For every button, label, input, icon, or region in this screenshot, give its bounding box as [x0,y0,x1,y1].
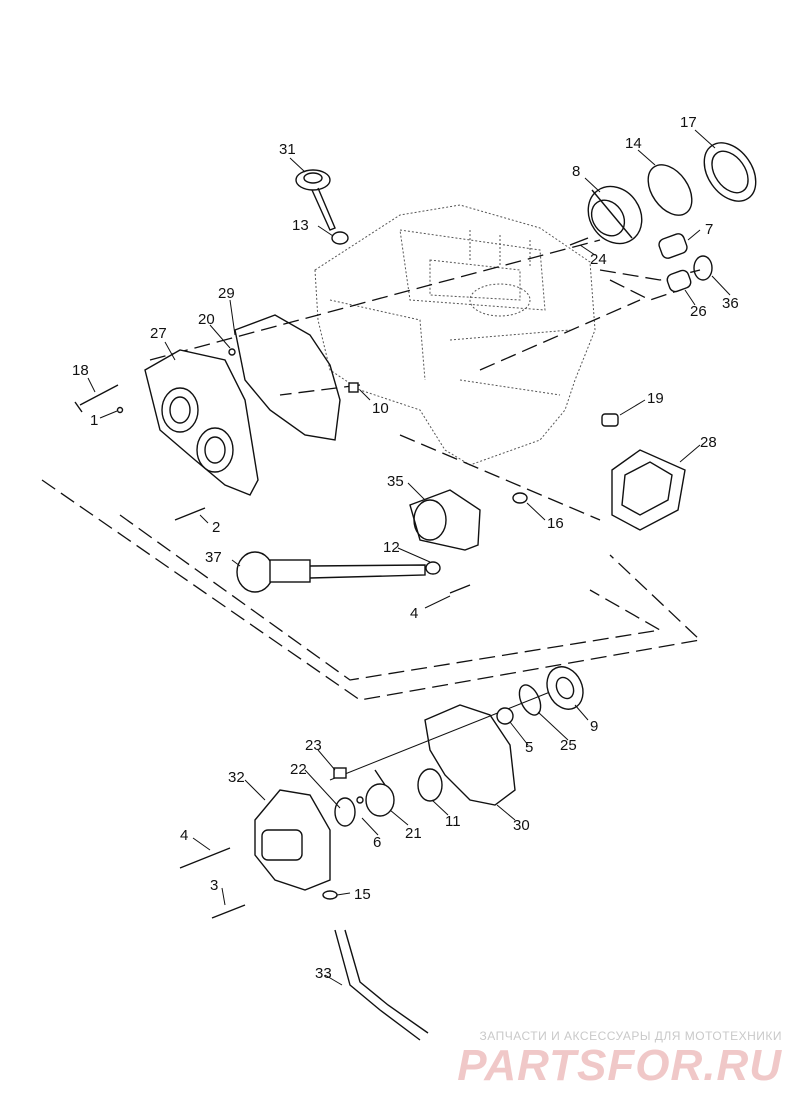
part-33-cable [334,929,421,1041]
callout-14: 14 [625,135,642,152]
part-25-retaining-ring [518,684,542,716]
callout-8: 8 [572,163,580,180]
part-23-pin [333,767,347,779]
part-28-gasket [611,449,686,531]
part-30-gasket [424,704,516,806]
part-14-retaining-ring [647,164,693,216]
watermark: ЗАПЧАСТИ И АКСЕССУАРЫ ДЛЯ МОТОТЕХНИКИ PA… [457,1029,782,1089]
callout-19: 19 [647,390,664,407]
part-17-seal [703,142,757,202]
callout-24: 24 [590,251,607,268]
callout-22: 22 [290,761,307,778]
part-32-top-cover [254,789,331,891]
callout-31: 31 [279,141,296,158]
callout-30: 30 [513,817,530,834]
callout-1: 1 [90,412,98,429]
callout-13: 13 [292,217,309,234]
leader-lines [87,129,731,986]
callout-3: 3 [210,877,218,894]
part-2-screw [174,507,206,521]
part-7-bushing [658,233,688,259]
callout-11: 11 [445,813,461,830]
assembly-lines [41,239,702,781]
callout-32: 32 [228,769,245,786]
part-20-dowel [228,348,236,356]
part-6-detent [356,796,364,804]
callout-18: 18 [72,362,89,379]
part-24-pin [569,237,589,246]
callout-33: 33 [315,965,332,982]
part-18-screw [74,384,119,413]
callout-2: 2 [212,519,220,536]
callout-17: 17 [680,114,697,131]
callout-21: 21 [405,825,422,842]
callout-37: 37 [205,549,222,566]
callout-9: 9 [590,718,598,735]
callout-7: 7 [705,221,713,238]
part-33-cable-edge [344,929,429,1034]
watermark-brand: PARTSFOR.RU [457,1041,782,1090]
part-12-o-ring [425,561,441,575]
callout-labels: 31 13 8 14 17 7 24 26 36 29 20 27 18 1 1… [72,114,739,982]
part-37-dipstick [236,551,426,593]
callout-4-lower: 4 [180,827,188,844]
callout-5: 5 [525,739,533,756]
watermark-tagline: ЗАПЧАСТИ И АКСЕССУАРЫ ДЛЯ МОТОТЕХНИКИ [479,1029,782,1043]
callout-26: 26 [690,303,707,320]
part-4-screw-lower [179,847,231,869]
part-22-washer [334,797,356,827]
callout-36: 36 [722,295,739,312]
part-27-side-cover [144,349,259,496]
transmission-case-outline [314,204,596,466]
part-4-screw-upper [449,584,471,594]
part-1-dowel [116,406,124,414]
callout-6: 6 [373,834,381,851]
callout-23: 23 [305,737,322,754]
part-36-seal [693,255,713,281]
part-31-vent [295,169,336,231]
callout-35: 35 [387,473,404,490]
part-21-shift-lever [365,769,395,817]
callout-25: 25 [560,737,577,754]
part-10-dowel [348,382,359,393]
part-29-gasket [234,314,341,441]
callout-29: 29 [218,285,235,302]
part-3-screw [211,904,246,919]
callout-16: 16 [547,515,564,532]
callout-12: 12 [383,539,400,556]
part-35-housing [409,489,481,551]
part-11-retaining-ring [417,768,443,802]
part-8-bearing [587,185,643,245]
callout-15: 15 [354,886,371,903]
part-9-bearing [546,666,584,710]
callout-28: 28 [700,434,717,451]
part-16-o-ring [512,492,528,504]
part-5-nut [496,707,514,725]
callout-4-upper: 4 [410,605,418,622]
callout-27: 27 [150,325,167,342]
callout-10: 10 [372,400,389,417]
part-15-o-ring [322,890,338,900]
callout-20: 20 [198,311,215,328]
part-13-o-ring [331,231,349,245]
part-26-bushing [666,269,692,293]
part-19-plug [601,413,619,427]
